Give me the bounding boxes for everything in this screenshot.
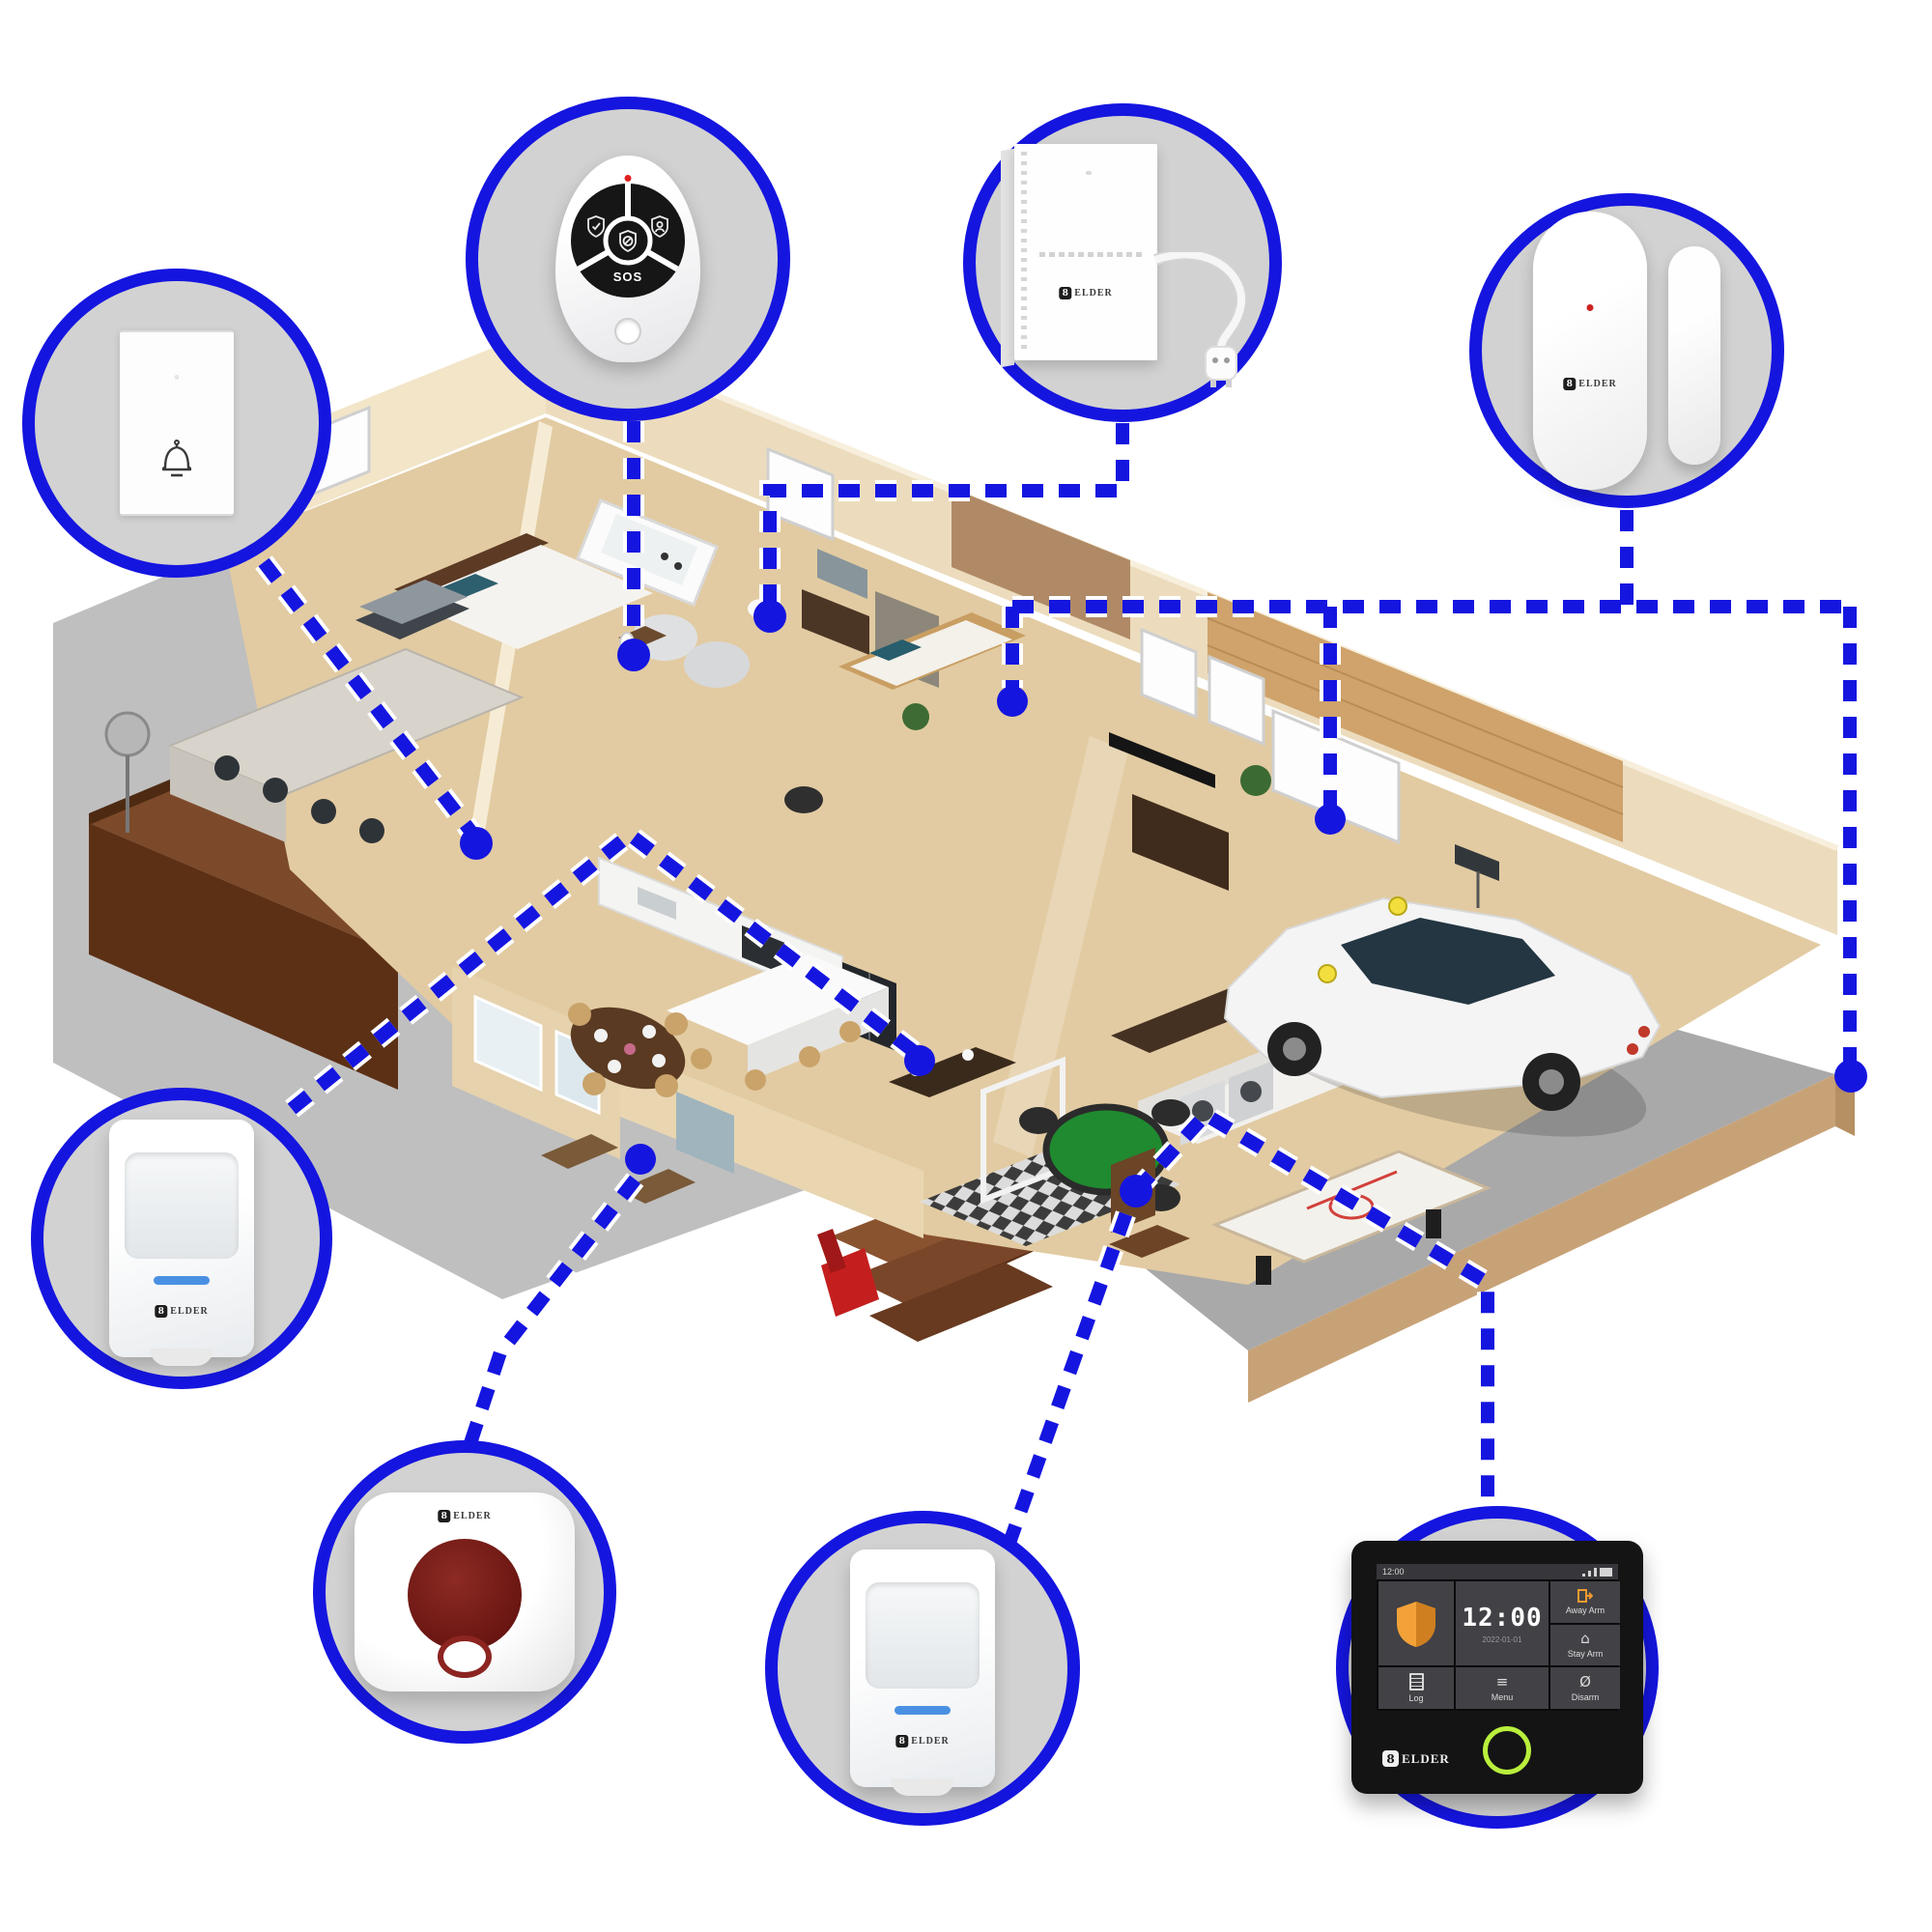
elder-logo-icon: 8 [1382, 1750, 1399, 1767]
callout-pir-motion-sensor-left: 8 ELDER [31, 1088, 332, 1389]
away-arm-icon [1577, 1588, 1593, 1603]
control-panel-device: 12:00 1 [1351, 1541, 1643, 1794]
menu-icon: ≡ [1495, 1672, 1509, 1690]
master-bed [406, 545, 653, 649]
doorbell-device [120, 330, 234, 516]
siren-indicator-ring [438, 1635, 492, 1678]
log-document-icon [1408, 1673, 1424, 1691]
clock-date: 2022-01-01 [1482, 1634, 1522, 1644]
vent-slots [1039, 252, 1146, 257]
stay-arm-button: ⌂ Stay Arm [1550, 1624, 1620, 1666]
kitchen-island [667, 954, 889, 1045]
power-cable-plug [1153, 252, 1248, 387]
pir-motion-sensor-device: 8 ELDER [850, 1549, 995, 1787]
callout-alarm-control-panel: 12:00 1 [1336, 1506, 1659, 1829]
shield-icon [1397, 1601, 1435, 1647]
callout-gas-detector: 8 ELDER [963, 103, 1282, 422]
sensor-magnet-bar [1668, 246, 1720, 465]
callout-door-window-sensor: 8 ELDER [1469, 193, 1784, 508]
elder-logo-icon: 8 [1059, 287, 1072, 299]
elder-logo: 8 ELDER [438, 1510, 491, 1522]
detector-led [1086, 171, 1092, 175]
arm-shield-check-icon [587, 215, 605, 239]
pir-left-line [287, 826, 921, 1115]
elder-logo: 8 ELDER [895, 1735, 949, 1747]
plank-wall [1208, 592, 1623, 842]
stay-arm-person-icon [651, 215, 668, 239]
remote-led [624, 175, 632, 182]
sos-remote-device: SOS [555, 156, 700, 362]
battery-icon [1600, 1567, 1612, 1577]
door-window-sensor-device: 8 ELDER [1533, 212, 1720, 490]
away-arm-button: Away Arm [1550, 1581, 1620, 1623]
disarm-shield-icon [619, 230, 637, 253]
connector-dots [460, 600, 1867, 1208]
callout-doorbell [22, 269, 331, 578]
connector-lines [255, 421, 1861, 1549]
elder-logo-icon: 8 [1563, 378, 1577, 390]
car [1223, 896, 1662, 1137]
rear-windows [766, 446, 1401, 845]
pir-led-bar [895, 1706, 951, 1715]
clock-time: 12:00 [1462, 1603, 1543, 1633]
callout-pir-motion-sensor-bottom: 8 ELDER [765, 1511, 1080, 1826]
remote-bottom-button [614, 318, 641, 345]
security-status-tile [1378, 1581, 1454, 1666]
siren-horn [408, 1539, 522, 1651]
elder-logo-icon: 8 [438, 1510, 451, 1522]
panel-line [1130, 1106, 1494, 1509]
callout-sos-remote: SOS [466, 97, 790, 421]
vent-perforation [1021, 152, 1027, 353]
remote-button-pad [571, 184, 685, 298]
stay-arm-house-icon: ⌂ [1580, 1629, 1590, 1647]
elder-logo: 8 ELDER [1382, 1750, 1450, 1767]
clock-tile: 12:00 2022-01-01 [1456, 1581, 1548, 1666]
garage-door-opener [1455, 844, 1499, 881]
elder-logo: 8 ELDER [155, 1305, 208, 1318]
sensor-led [1586, 304, 1594, 311]
pir-lens [125, 1152, 239, 1259]
panel-home-button-ring [1483, 1726, 1531, 1775]
log-button: Log [1378, 1667, 1454, 1709]
pir-lens [866, 1582, 980, 1689]
gas-detector-device: 8 ELDER [993, 138, 1252, 387]
elder-logo-icon: 8 [155, 1305, 168, 1318]
walls [224, 324, 1839, 1238]
menu-button: ≡ Menu [1456, 1667, 1548, 1709]
callout-strobe-siren: 8 ELDER [313, 1440, 616, 1744]
pir-bottom-line [1002, 1199, 1137, 1548]
disarm-icon: Ø [1579, 1672, 1591, 1690]
statusbar-time: 12:00 [1382, 1567, 1405, 1577]
disarm-button: Ø Disarm [1550, 1667, 1620, 1709]
sos-button-label: SOS [612, 270, 643, 284]
bell-icon [161, 440, 192, 477]
siren-device: 8 ELDER [355, 1492, 575, 1691]
elder-logo: 8 ELDER [1563, 378, 1616, 390]
stone-wall [952, 488, 1130, 639]
signal-battery-icons [1582, 1567, 1612, 1577]
pir-led-bar [154, 1276, 210, 1285]
pir-motion-sensor-device: 8 ELDER [109, 1120, 254, 1357]
doorbell-led [174, 375, 180, 380]
elder-logo-icon: 8 [895, 1735, 909, 1747]
panel-statusbar: 12:00 [1377, 1564, 1618, 1579]
elder-logo: 8 ELDER [1059, 287, 1112, 299]
panel-touchscreen: 12:00 1 [1377, 1564, 1620, 1711]
